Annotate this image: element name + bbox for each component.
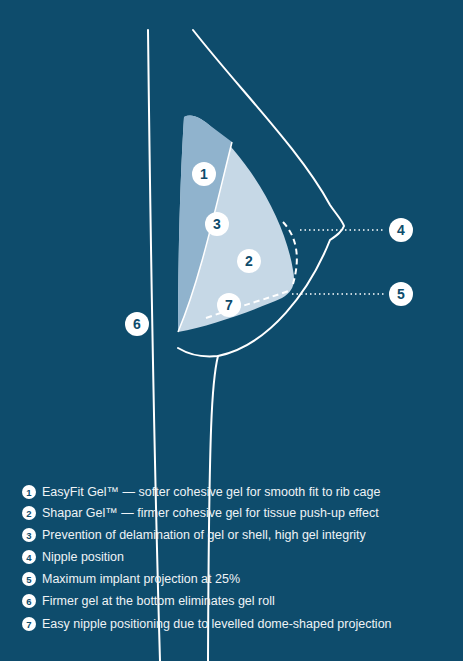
note-text: Maximum implant projection at 25% [42, 571, 240, 587]
list-number: 4 [22, 550, 36, 564]
note-text: Prevention of delamination of gel or she… [42, 527, 366, 543]
callout-number: 1 [192, 162, 216, 186]
breast-outline [178, 30, 344, 357]
note-text: Shapar Gel™ — firmer cohesive gel for ti… [42, 505, 379, 521]
chest-wall-line [148, 30, 160, 661]
list-number: 3 [22, 528, 36, 542]
note-text: Nipple position [42, 549, 124, 565]
callout-number: 3 [205, 212, 229, 236]
list-number: 6 [22, 594, 36, 608]
note-text: EasyFit Gel™ — softer cohesive gel for s… [42, 484, 380, 500]
note-text: Easy nipple positioning due to levelled … [42, 616, 392, 632]
callout-number: 4 [389, 218, 413, 242]
list-number: 5 [22, 572, 36, 586]
implant-body [178, 116, 294, 332]
callout-number: 5 [389, 282, 413, 306]
callout-number: 6 [125, 312, 149, 336]
list-number: 7 [22, 617, 36, 631]
leader-line [292, 293, 385, 295]
leader-line [300, 229, 385, 231]
note-text: Firmer gel at the bottom eliminates gel … [42, 593, 275, 609]
dome-projection-dashes [206, 290, 291, 318]
list-number: 2 [22, 506, 36, 520]
projection-dashes [283, 222, 297, 284]
callout-number: 2 [237, 249, 261, 273]
list-number: 1 [22, 485, 36, 499]
callout-number: 7 [217, 293, 241, 317]
